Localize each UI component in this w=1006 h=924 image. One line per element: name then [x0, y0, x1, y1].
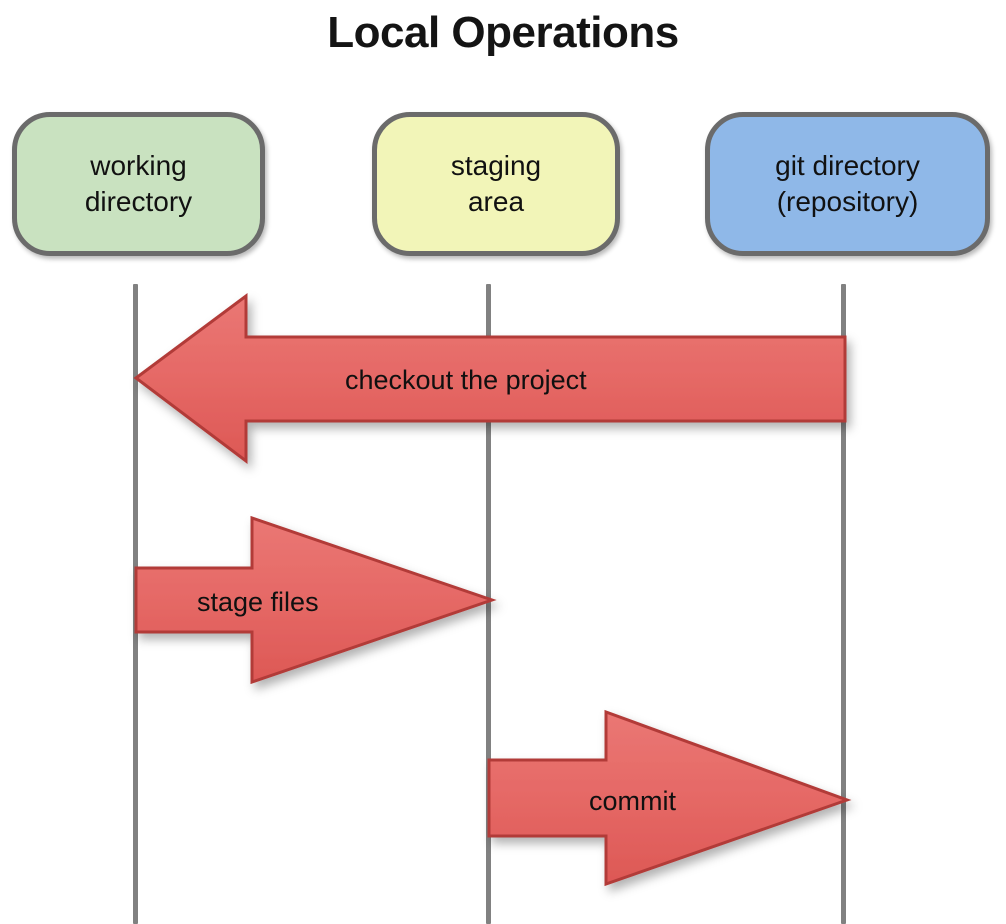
- arrow-commit[interactable]: [487, 709, 852, 887]
- node-staging-area-label: staging area: [450, 150, 542, 217]
- lifeline-staging-area: [486, 284, 491, 924]
- arrow-label-stage-files: stage files: [197, 587, 319, 617]
- page-title: Local Operations: [327, 8, 679, 57]
- node-staging-area[interactable]: staging area: [372, 112, 620, 256]
- node-git-directory-label: git directory (repository): [775, 150, 920, 217]
- arrow-stage-files[interactable]: [134, 515, 497, 685]
- arrow-stage-files-shape: [134, 515, 497, 685]
- arrow-commit-shape: [487, 709, 852, 887]
- arrow-label-commit: commit: [589, 786, 676, 816]
- node-working-directory-label: working directory: [84, 150, 193, 217]
- arrow-checkout-the-project[interactable]: [133, 293, 847, 465]
- node-git-directory[interactable]: git directory (repository): [705, 112, 990, 256]
- arrow-checkout-shape: [133, 293, 847, 465]
- arrow-label-checkout: checkout the project: [345, 365, 587, 395]
- lifeline-git-directory: [841, 284, 846, 924]
- node-working-directory[interactable]: working directory: [12, 112, 265, 256]
